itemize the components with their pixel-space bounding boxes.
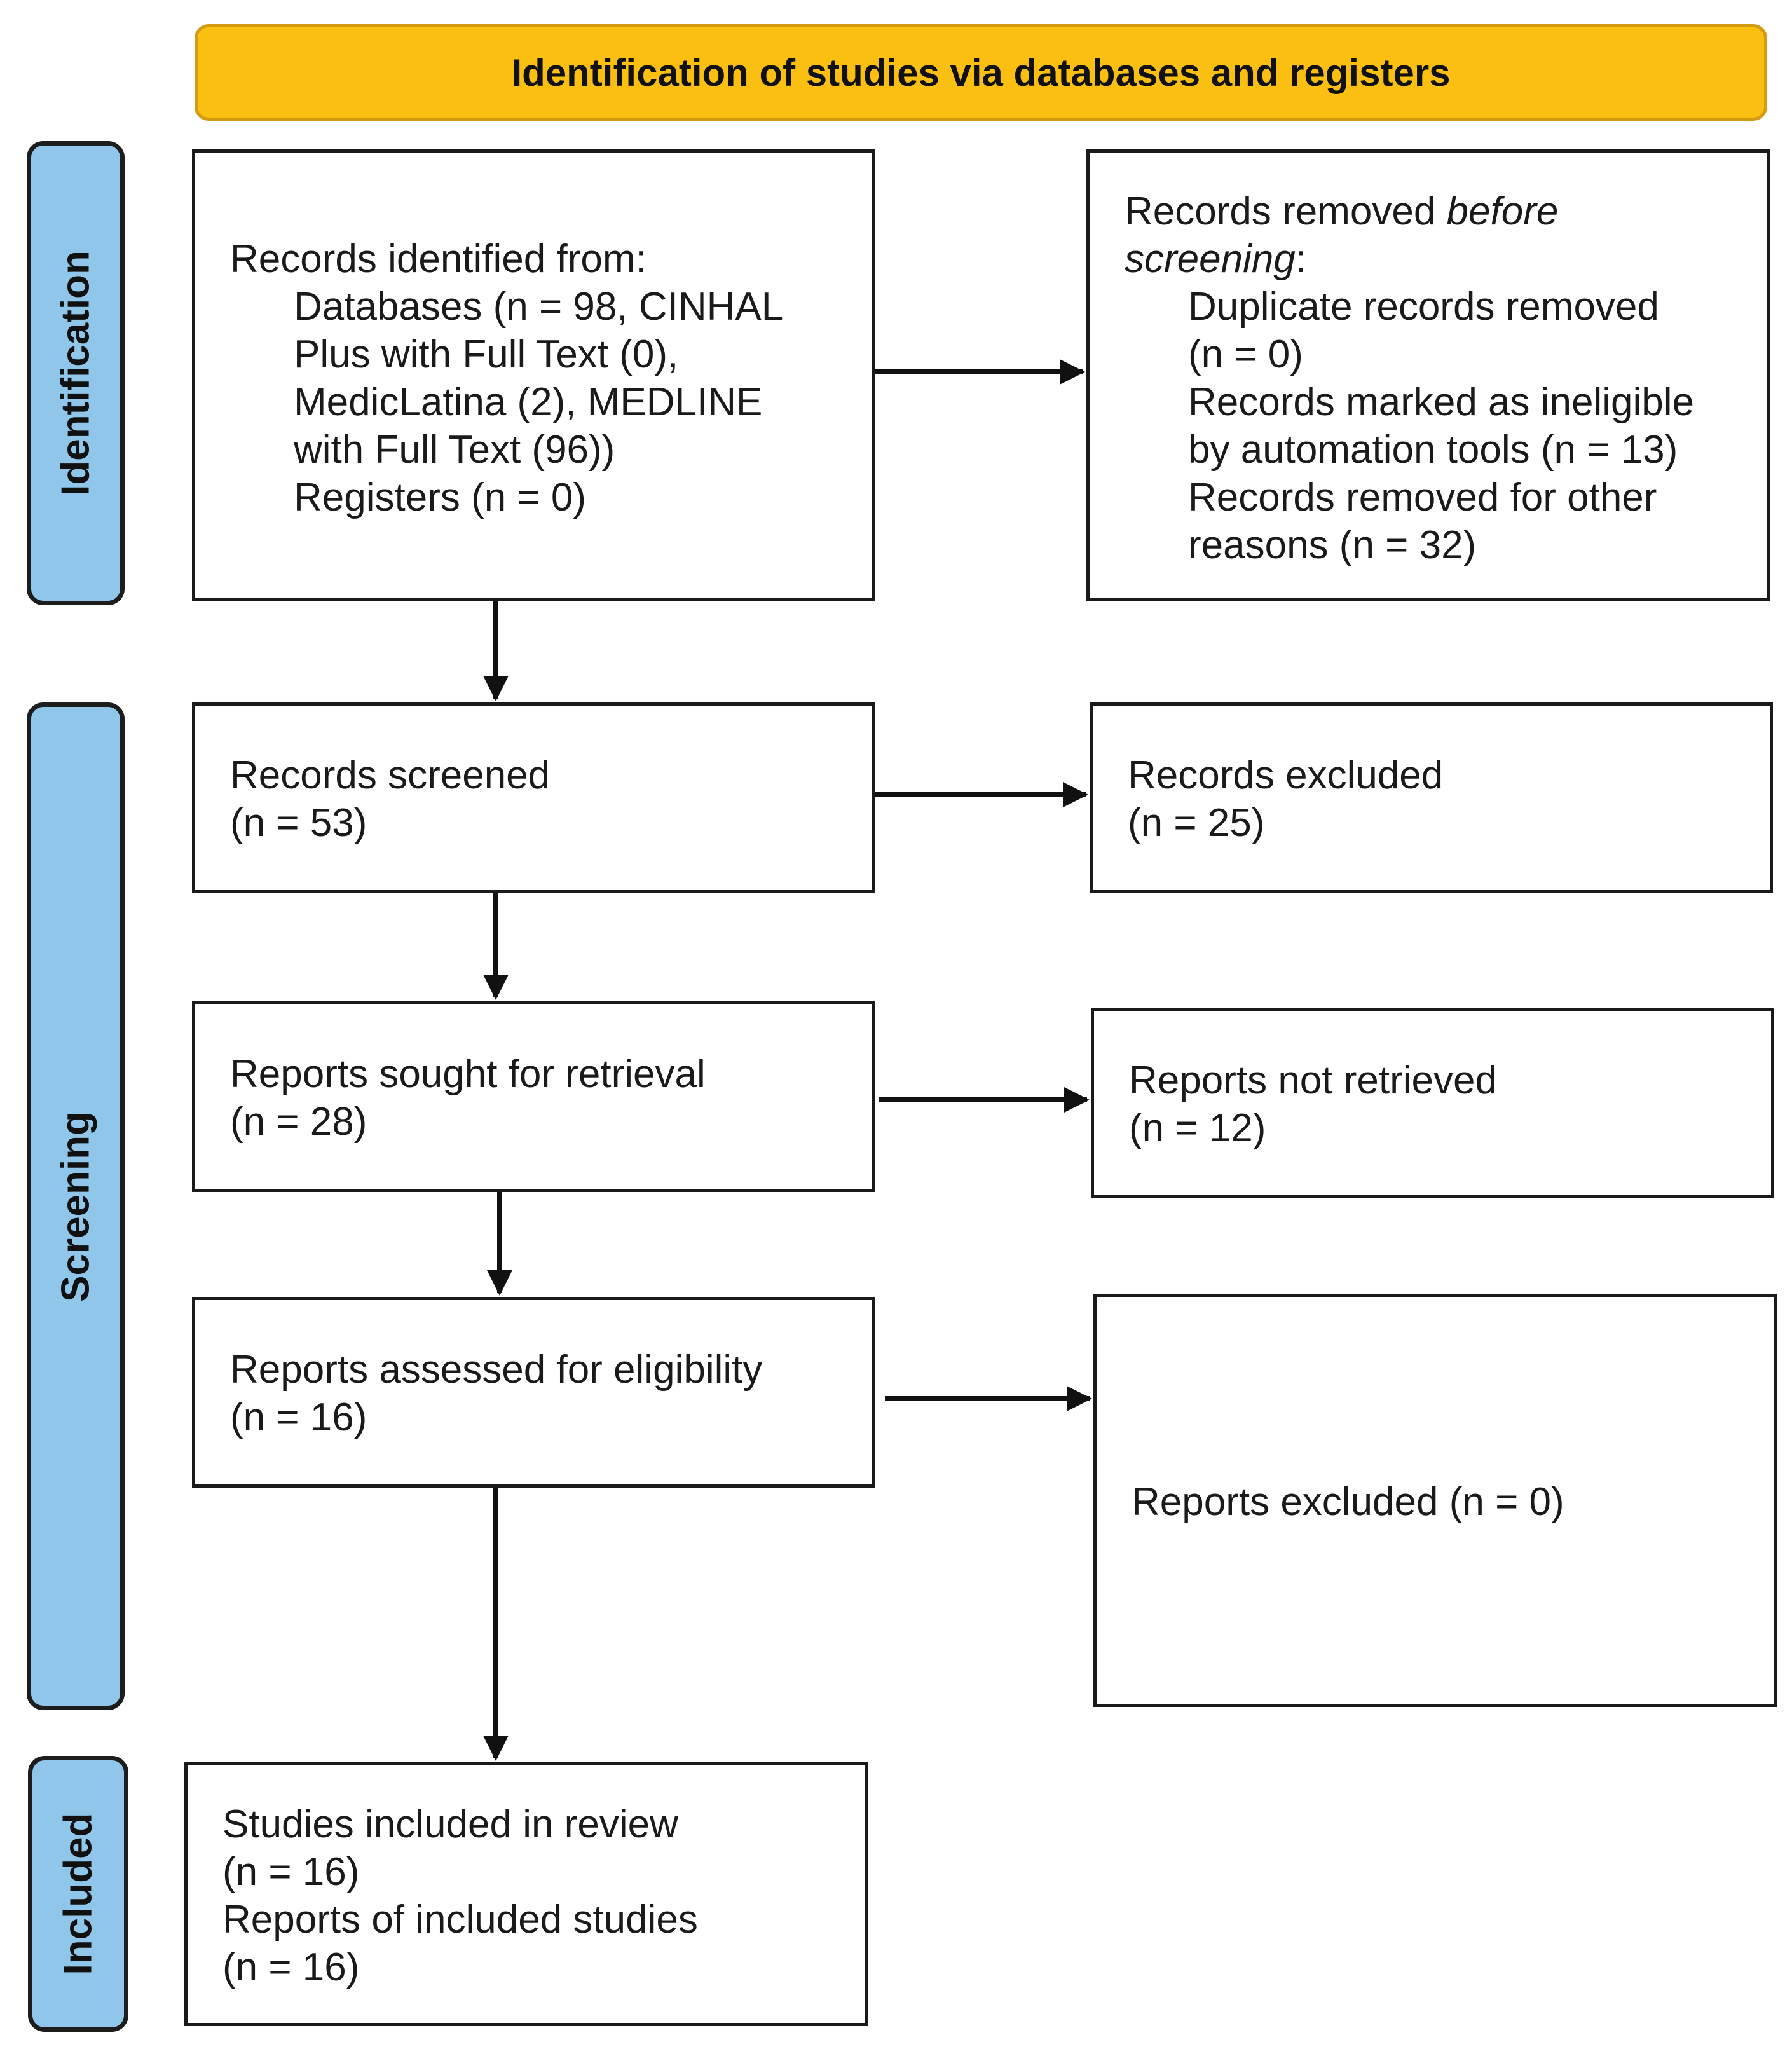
reports-included-label: Reports of included studies [222,1898,698,1942]
removed-line: by automation tools (n = 13) [1188,428,1678,472]
reports-excluded-box: Reports excluded (n = 0) [1093,1294,1777,1707]
identified-line: Plus with Full Text (0), [294,332,679,376]
phase-screening: Screening [27,702,125,1710]
records-excluded-box: Records excluded (n = 25) [1090,702,1773,893]
phase-identification: Identification [27,141,125,605]
reports-not-retrieved-count: (n = 12) [1129,1106,1266,1150]
removed-line: reasons (n = 32) [1188,523,1477,567]
records-removed-heading-cont: screening: [1125,237,1307,281]
removed-line: Records marked as ineligible [1188,380,1695,424]
identified-line: Registers (n = 0) [294,476,587,519]
studies-included-count: (n = 16) [222,1850,360,1894]
reports-included-count: (n = 16) [222,1945,360,1989]
identified-line: with Full Text (96)) [294,428,615,472]
reports-sought-count: (n = 28) [230,1100,367,1144]
studies-included-label: Studies included in review [222,1802,678,1846]
studies-included-box: Studies included in review (n = 16) Repo… [184,1762,868,2026]
records-screened-count: (n = 53) [230,801,367,845]
reports-assessed-label: Reports assessed for eligibility [230,1348,763,1392]
reports-assessed-count: (n = 16) [230,1395,367,1439]
reports-sought-label: Reports sought for retrieval [230,1052,706,1096]
records-excluded-count: (n = 25) [1128,801,1265,845]
reports-not-retrieved-label: Reports not retrieved [1129,1059,1497,1102]
records-removed-heading: Records removed before [1125,189,1559,233]
removed-line: (n = 0) [1188,332,1303,376]
header-title: Identification of studies via databases … [511,51,1451,94]
records-screened-label: Records screened [230,753,551,797]
reports-assessed-box: Reports assessed for eligibility (n = 16… [192,1297,875,1488]
reports-sought-box: Reports sought for retrieval (n = 28) [192,1001,875,1192]
header-banner: Identification of studies via databases … [195,24,1767,121]
reports-excluded-label: Reports excluded (n = 0) [1132,1480,1564,1524]
phase-included: Included [28,1756,128,2032]
removed-line: Duplicate records removed [1188,285,1659,329]
removed-line: Records removed for other [1188,476,1657,519]
records-removed-box: Records removed before screening: Duplic… [1086,149,1770,601]
records-identified-box: Records identified from: Databases (n = … [192,149,875,601]
reports-not-retrieved-box: Reports not retrieved (n = 12) [1091,1008,1774,1198]
identified-line: MedicLatina (2), MEDLINE [294,380,763,424]
records-excluded-label: Records excluded [1128,753,1444,797]
records-identified-heading: Records identified from: [230,237,646,281]
identified-line: Databases (n = 98, CINHAL [294,285,784,329]
records-screened-box: Records screened (n = 53) [192,702,875,893]
